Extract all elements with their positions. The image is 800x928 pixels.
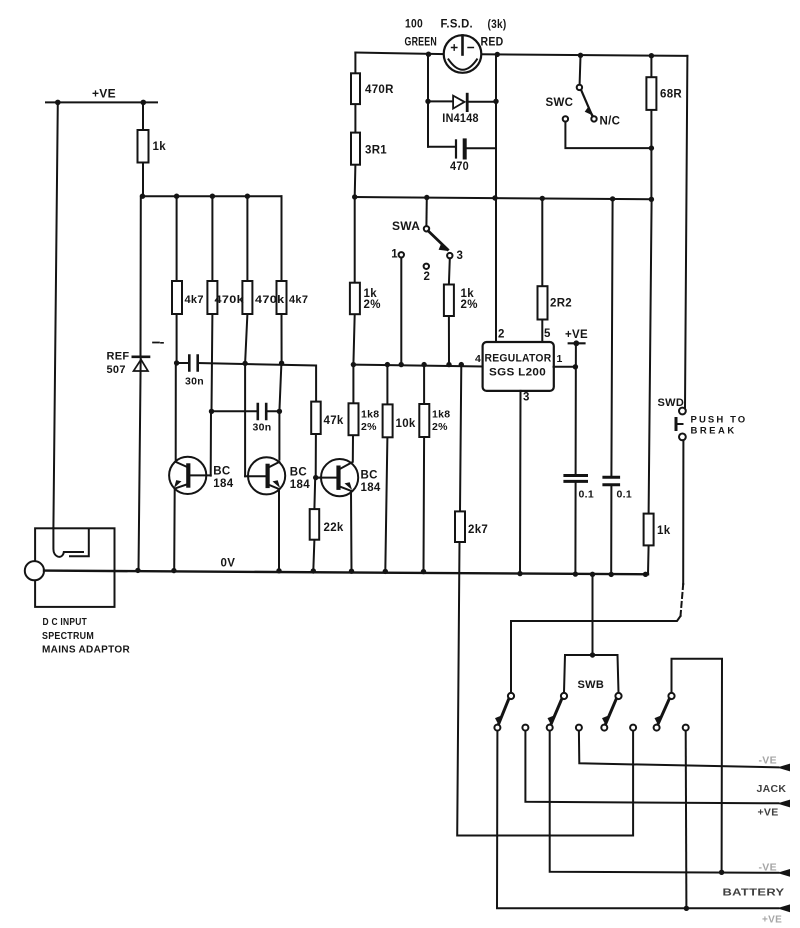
svg-text:SWD: SWD	[658, 397, 685, 409]
svg-text:1k: 1k	[153, 141, 167, 153]
svg-text:BATTERY: BATTERY	[723, 887, 785, 899]
svg-text:4k7: 4k7	[289, 294, 308, 306]
svg-text:BC: BC	[361, 470, 378, 482]
svg-text:JACK: JACK	[757, 783, 787, 795]
svg-text:+VE: +VE	[758, 807, 779, 819]
svg-text:SWB: SWB	[578, 679, 605, 691]
svg-text:N/C: N/C	[600, 116, 621, 128]
svg-text:470: 470	[450, 161, 469, 173]
svg-text:+VE: +VE	[762, 915, 782, 926]
svg-text:4: 4	[475, 353, 481, 365]
svg-text:SWA: SWA	[392, 219, 420, 233]
svg-text:100: 100	[405, 19, 423, 31]
svg-text:2: 2	[424, 271, 431, 283]
svg-text:2%: 2%	[461, 299, 478, 311]
svg-text:REF: REF	[107, 351, 130, 363]
svg-text:2%: 2%	[432, 421, 448, 433]
svg-text:470k: 470k	[215, 294, 245, 306]
svg-text:MAINS ADAPTOR: MAINS ADAPTOR	[42, 645, 130, 656]
svg-text:30n: 30n	[253, 422, 272, 434]
svg-text:GREEN: GREEN	[405, 37, 438, 49]
svg-text:1k8: 1k8	[361, 409, 379, 421]
svg-text:184: 184	[213, 478, 233, 490]
svg-text:BC: BC	[213, 466, 230, 478]
svg-text:1k8: 1k8	[432, 409, 450, 421]
svg-text:0.1: 0.1	[617, 489, 633, 501]
svg-text:22k: 22k	[324, 522, 344, 534]
svg-text:1k: 1k	[461, 288, 475, 300]
svg-text:D C INPUT: D C INPUT	[43, 617, 88, 628]
svg-text:10k: 10k	[396, 418, 416, 430]
svg-text:1: 1	[391, 249, 398, 261]
svg-text:F.S.D.: F.S.D.	[441, 19, 474, 31]
svg-text:184: 184	[361, 482, 381, 494]
svg-text:47k: 47k	[324, 415, 344, 427]
svg-text:3R1: 3R1	[365, 145, 387, 157]
svg-text:470k: 470k	[255, 294, 285, 306]
svg-text:30n: 30n	[185, 376, 204, 388]
svg-text:BC: BC	[290, 467, 307, 479]
svg-text:68R: 68R	[660, 89, 682, 101]
svg-text:470R: 470R	[365, 84, 394, 96]
svg-text:2R2: 2R2	[550, 298, 572, 310]
svg-text:IN4148: IN4148	[442, 113, 479, 125]
svg-text:507: 507	[107, 364, 126, 376]
svg-text:0V: 0V	[221, 558, 236, 570]
svg-text:2%: 2%	[364, 299, 381, 311]
svg-text:REGULATOR: REGULATOR	[485, 353, 552, 365]
svg-text:2%: 2%	[361, 421, 377, 433]
svg-text:1k: 1k	[364, 288, 378, 300]
svg-text:-VE: -VE	[759, 862, 777, 874]
svg-text:(3k): (3k)	[488, 19, 507, 31]
svg-text:1k: 1k	[657, 525, 671, 537]
svg-text:SGS L200: SGS L200	[489, 367, 546, 379]
svg-text:3: 3	[457, 250, 464, 262]
svg-text:-VE: -VE	[759, 755, 777, 767]
svg-text:2k7: 2k7	[468, 524, 488, 536]
svg-text:5: 5	[544, 328, 551, 340]
svg-text:2: 2	[498, 329, 505, 341]
svg-text:RED: RED	[481, 37, 504, 49]
svg-text:PUSH TO: PUSH TO	[691, 415, 746, 426]
svg-text:184: 184	[290, 479, 310, 491]
svg-text:SWC: SWC	[546, 97, 574, 109]
svg-text:+VE: +VE	[92, 87, 116, 101]
svg-text:SPECTRUM: SPECTRUM	[42, 631, 94, 642]
svg-text:3: 3	[523, 392, 530, 404]
svg-text:1: 1	[557, 353, 563, 365]
svg-text:+VE: +VE	[565, 329, 588, 341]
svg-text:0.1: 0.1	[579, 489, 595, 501]
svg-text:BREAK: BREAK	[691, 426, 735, 437]
svg-text:4k7: 4k7	[185, 294, 204, 306]
